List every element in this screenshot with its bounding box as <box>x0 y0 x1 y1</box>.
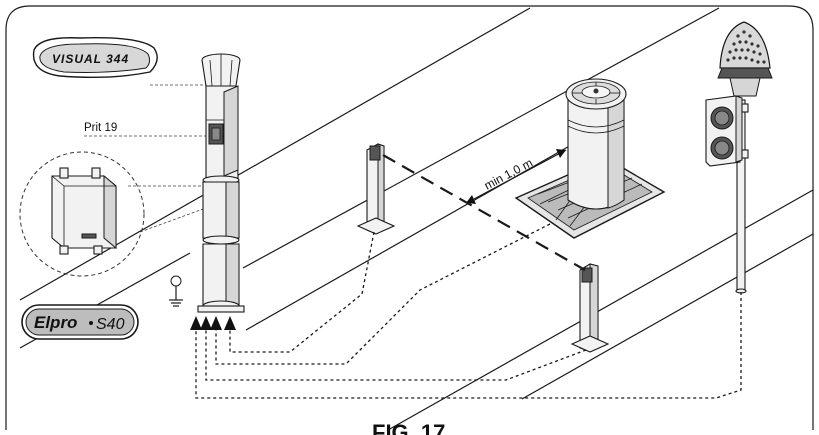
diagram-frame <box>5 5 814 430</box>
cable-to-bollard <box>215 223 551 365</box>
traffic-light <box>705 21 773 294</box>
arrow-up-icon <box>224 316 236 330</box>
elpro-s40-logo: Elpro S40 <box>21 304 139 340</box>
cable-runs <box>195 223 742 399</box>
arrow-left-icon <box>466 195 476 204</box>
photocell-beam <box>382 154 586 271</box>
road-lines <box>19 7 814 431</box>
arrow-up-icon <box>200 316 212 330</box>
ground-symbol-icon <box>169 275 183 307</box>
detail-leader-bottom <box>139 204 215 233</box>
control-box-detail <box>19 151 145 277</box>
photocell-post-right <box>570 263 610 353</box>
photocell-post-left <box>356 143 396 235</box>
main-column <box>197 53 245 313</box>
cable-to-traffic-light <box>195 292 742 399</box>
elpro-brand-text: Elpro <box>34 313 77 332</box>
visual-344-logo: VISUAL 344 <box>32 37 158 79</box>
flasher-logo-text: VISUAL 344 <box>52 52 129 66</box>
photocell-label: Prit 19 <box>84 122 117 134</box>
figure-caption: FIG. 17 <box>372 420 445 435</box>
bollard <box>514 78 666 239</box>
arrow-up-icon <box>210 316 222 330</box>
cable-to-right-post <box>205 330 587 381</box>
elpro-model-text: S40 <box>96 316 125 333</box>
arrow-right-icon <box>556 149 566 158</box>
logo-dot <box>89 321 93 325</box>
arrow-up-icon <box>190 316 202 330</box>
cable-arrows <box>190 316 236 330</box>
cable-to-left-post <box>229 231 375 353</box>
distance-label: min 1,0 m <box>482 156 535 193</box>
